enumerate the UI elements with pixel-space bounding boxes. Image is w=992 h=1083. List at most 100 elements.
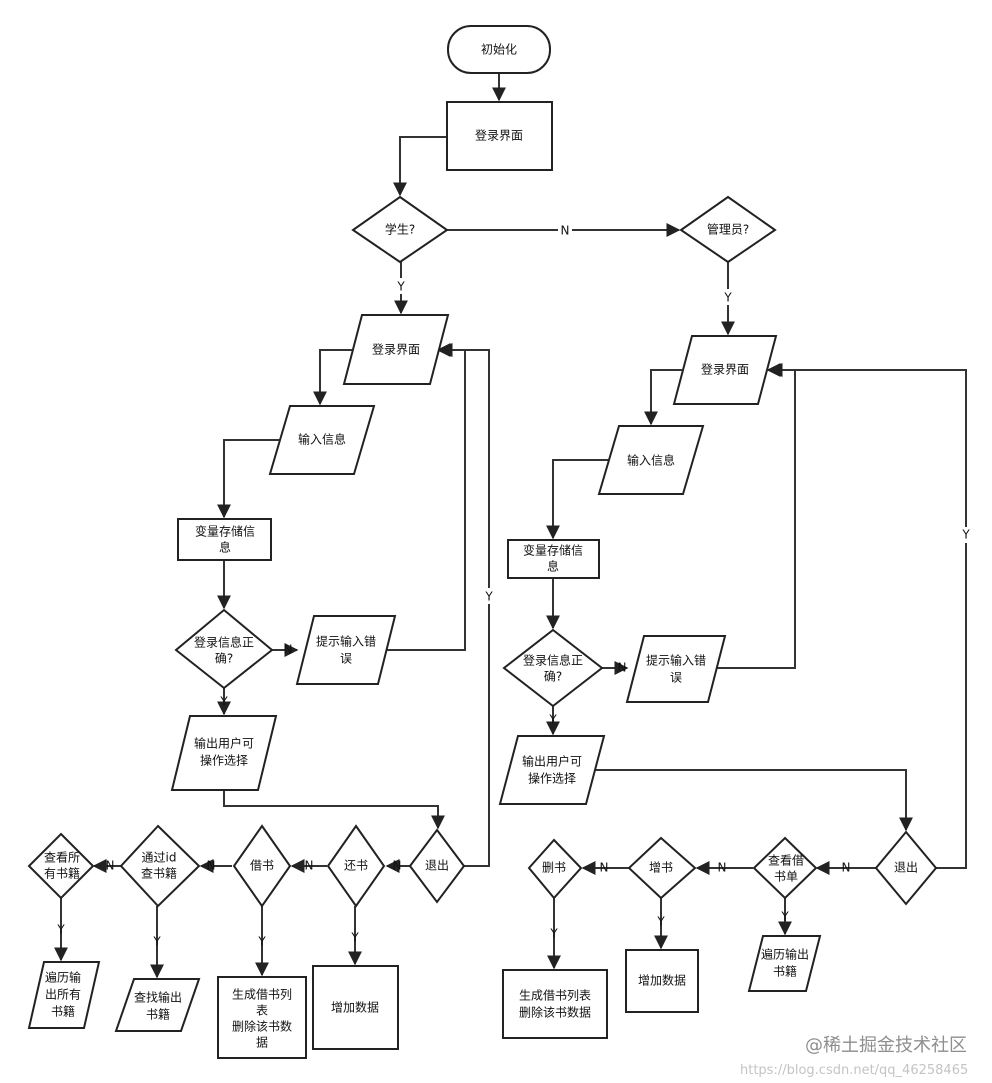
edge-label-yes: Y: [961, 528, 970, 542]
node-student-view-all-label: 有书籍: [44, 866, 80, 881]
node-admin-gen-list: 生成借书列表 删除该书数据: [502, 969, 608, 1039]
node-student-gen-list-label: 表: [256, 1004, 268, 1018]
node-student-gen-list-label: 生成借书列: [232, 988, 292, 1002]
edge-label-no: N: [305, 859, 314, 873]
node-student-return-label: 还书: [344, 859, 368, 873]
edge-label-no: N: [842, 861, 851, 875]
edge-label-no: N: [393, 859, 402, 873]
edge-label-no: N: [207, 859, 216, 873]
edge-label-yes: Y: [549, 927, 558, 941]
watermark-url: https://blog.csdn.net/qq_46258465: [740, 1063, 968, 1078]
edge-label-yes: Y: [396, 280, 405, 294]
node-student-error-label: 提示输入错: [316, 634, 376, 649]
node-student-traverse-label: 出所有: [45, 988, 81, 1002]
node-admin-traverse: 遍历输出 书籍: [747, 935, 822, 992]
node-student-check-label: 确?: [215, 652, 233, 666]
edge-label-no: N: [618, 661, 627, 675]
node-admin-gen-list-label: 删除该书数据: [519, 1005, 591, 1020]
edge-label-no: N: [561, 224, 570, 238]
node-admin-decision-label: 管理员?: [707, 222, 749, 237]
node-student-return: 还书: [326, 824, 386, 908]
node-admin-check: 登录信息正 确?: [502, 628, 604, 708]
node-init: 初始化: [447, 25, 551, 74]
edge-label-no: N: [600, 861, 609, 875]
node-student-login: 登录界面: [342, 314, 450, 385]
node-student-find-label: 书籍: [146, 1007, 170, 1022]
edge-label-yes: Y: [780, 910, 789, 924]
connectors: [54, 73, 967, 979]
node-admin-add-data: 增加数据: [625, 949, 699, 1013]
node-student-add-data-label: 增加数据: [331, 1000, 379, 1015]
watermark: @稀土掘金技术社区 https://blog.csdn.net/qq_46258…: [740, 1035, 968, 1078]
node-student-traverse-label: 书籍: [51, 1004, 75, 1019]
node-admin-decision: 管理员?: [679, 195, 777, 264]
node-student-exit: 退出: [408, 828, 466, 904]
edge-label-yes: Y: [152, 935, 161, 949]
edge-label-no: N: [284, 643, 293, 657]
node-admin-exit-label: 退出: [894, 861, 918, 875]
edge-label-no: N: [718, 861, 727, 875]
node-student-input: 输入信息: [268, 405, 376, 475]
node-student-add-data: 增加数据: [312, 965, 399, 1050]
edge-label-yes: Y: [723, 291, 732, 305]
edge-label-yes: Y: [350, 931, 359, 945]
node-student-check-label: 登录信息正: [194, 635, 254, 650]
edge-label-no: N: [106, 859, 115, 873]
node-admin-login: 登录界面: [672, 335, 778, 405]
node-student-borrow-label: 借书: [250, 859, 274, 873]
edge-sexit-login: [438, 343, 490, 867]
node-student-view-all: 查看所 有书籍: [27, 832, 95, 900]
edge-login-student: [393, 136, 447, 197]
node-student-query-id-label: 通过id: [142, 851, 177, 865]
node-admin-del-book-label: 删书: [542, 861, 566, 875]
node-student-output-label: 输出用户可: [194, 736, 254, 751]
node-student-borrow: 借书: [232, 824, 292, 908]
node-student-decision-label: 学生?: [385, 222, 415, 237]
watermark-brand: @稀土掘金技术社区: [805, 1035, 967, 1056]
edge-label-yes: Y: [548, 713, 557, 727]
node-student-gen-list-label: 删除该书数: [232, 1019, 292, 1034]
node-admin-add-book-label: 增书: [649, 861, 673, 875]
node-admin-store: 变量存储信 息: [507, 539, 600, 579]
node-admin-output-label: 操作选择: [528, 771, 576, 786]
edge-labels: N Y Y N Y Y N N N N Y Y Y Y N Y Y N N N …: [56, 222, 973, 949]
node-admin-view-borrow: 查看借 书单: [752, 836, 818, 900]
node-student-error: 提示输入错 误: [295, 615, 397, 685]
node-admin-check-label: 确?: [544, 670, 562, 684]
node-login-main: 登录界面: [446, 101, 553, 171]
node-admin-error-label: 提示输入错: [646, 653, 706, 668]
edge-serror-login: [378, 343, 466, 651]
edge-ainput-store: [546, 459, 619, 540]
edge-aoutput-exit: [587, 769, 913, 832]
node-admin-store-label: 息: [547, 559, 559, 574]
node-student-traverse-label: 遍历输: [45, 970, 81, 985]
node-student-input-label: 输入信息: [298, 432, 346, 447]
node-admin-output-label: 输出用户可: [522, 754, 582, 769]
node-admin-check-label: 登录信息正: [523, 653, 583, 668]
node-student-find-label: 查找输出: [134, 990, 182, 1005]
edge-sinput-store: [217, 439, 292, 519]
edge-label-yes: Y: [656, 915, 665, 929]
node-admin-add-data-label: 增加数据: [638, 973, 686, 988]
node-student-traverse: 遍历输 出所有 书籍: [27, 961, 101, 1029]
node-student-output-label: 操作选择: [200, 753, 248, 768]
node-admin-gen-list-label: 生成借书列表: [519, 989, 591, 1003]
edge-slogin-input: [313, 349, 353, 406]
edge-label-yes: Y: [257, 935, 266, 949]
node-student-query-id-label: 查书籍: [141, 866, 177, 881]
edge-label-yes: Y: [484, 590, 493, 604]
node-student-output: 输出用户可 操作选择: [170, 715, 278, 791]
node-student-store: 变量存储信 息: [177, 518, 272, 561]
node-student-store-label: 息: [219, 540, 231, 555]
node-init-label: 初始化: [481, 43, 517, 57]
edge-alogin-input: [644, 369, 682, 426]
node-admin-add-book: 增书: [627, 836, 697, 900]
node-student-gen-list-label: 据: [256, 1036, 268, 1050]
node-admin-error-label: 误: [670, 671, 682, 685]
node-admin-input-label: 输入信息: [627, 453, 675, 468]
node-admin-input: 输入信息: [597, 425, 705, 495]
node-student-error-label: 误: [340, 652, 352, 666]
edge-soutput-exit: [223, 790, 445, 830]
node-student-exit-label: 退出: [425, 859, 449, 873]
